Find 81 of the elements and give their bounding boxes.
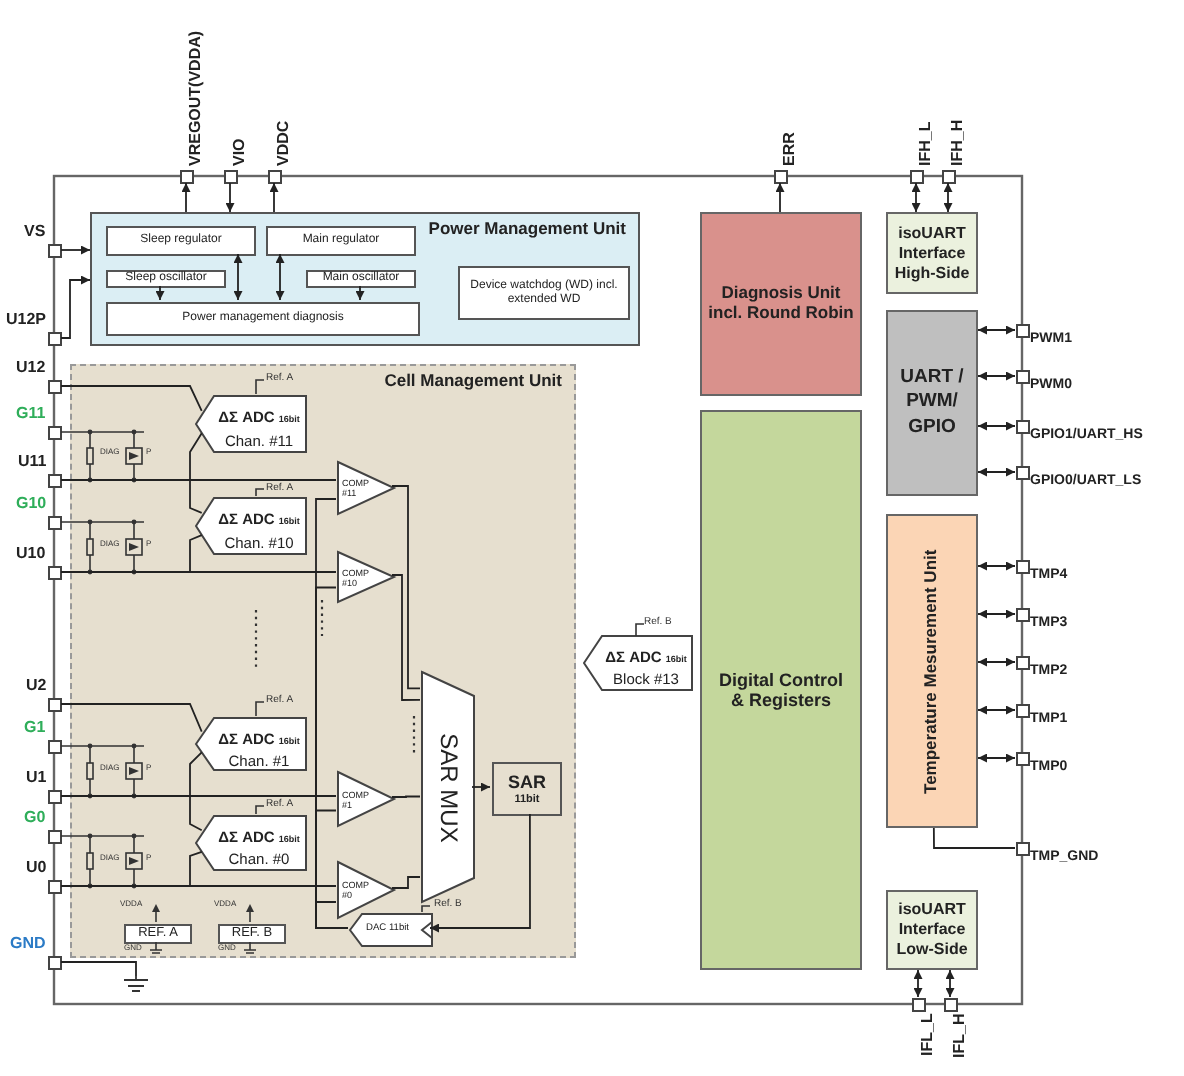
arrow [977,609,1016,619]
pin-label: U10 [16,546,46,564]
arrow [977,753,1016,763]
signal-line [391,876,421,889]
panel-title: Cell Management Unit [384,370,562,390]
isouart-block [886,212,978,294]
arrow [977,467,1016,477]
function-box [106,302,420,336]
arrow [977,421,1016,431]
block-label: isoUART Interface Low-Side [894,900,970,960]
pin-label: VDDC [276,120,294,166]
arrow [977,561,1016,571]
signal-line [60,385,203,412]
pin-label: G11 [16,406,46,424]
pin-label: U12 [16,360,46,378]
pin-label: VIO [232,138,250,166]
signal-line [932,827,1016,849]
pin-label: IFH_H [950,119,968,166]
reference-box [218,924,286,944]
signal-line [315,498,349,929]
pin-label: G0 [24,810,46,828]
signal-line [60,703,203,733]
power-management-panel [90,212,640,346]
block-label: Digital Control & Registers [717,669,845,711]
signal-line [60,961,137,977]
panel-title: Power Management Unit [428,218,626,238]
temperature-unit-block [886,514,978,828]
arrow [275,253,285,301]
arrow [911,182,921,213]
arrow [155,285,165,301]
function-box [266,226,416,256]
cell-management-panel [70,364,576,958]
pin-label: IFH_L [918,121,936,166]
function-box [106,226,256,256]
block-label: UART / PWM/ GPIO [898,365,966,441]
arrow [269,182,279,213]
arrow [60,245,91,255]
pin-label: VREGOUT(VDDA) [188,30,206,166]
arrow [977,371,1016,381]
pin-label: G10 [16,496,47,514]
pin-label: U12P [6,312,47,330]
pin-label: U1 [26,770,47,788]
block-label: isoUART Interface High-Side [892,223,972,283]
function-box [106,270,226,288]
arrow [355,285,365,301]
signal-line [391,574,421,701]
pin-label: U0 [26,860,47,878]
signal-line [391,485,421,690]
pin-label: IFL_H [952,1013,970,1058]
arrow [60,275,91,339]
block-label: Temperature Mesurement Unit [922,548,942,794]
arrow [225,182,235,213]
uart-pwm-gpio-block [886,310,978,496]
function-box [306,270,416,288]
block-label: Diagnosis Unit incl. Round Robin [708,284,854,324]
arrow [233,253,243,301]
digital-control-block [700,410,862,970]
pin-label: U11 [18,454,47,472]
pin-label: U2 [26,678,47,696]
pin-label: VS [24,224,46,242]
arrow [913,969,923,998]
arrow [977,325,1016,335]
reference-box [124,924,192,944]
pin-label: IFL_L [920,1013,938,1056]
mux-label: SAR MUX [434,732,462,842]
arrow [775,182,785,213]
arrow [429,813,531,933]
diagnosis-block [700,212,862,396]
pin-label: GND [10,936,46,954]
arrow [945,969,955,998]
sar-block [492,762,562,816]
function-box [458,266,630,320]
arrow [977,657,1016,667]
arrow [471,782,491,792]
pin-label: ERR [782,132,800,166]
pin-label: G1 [24,720,46,738]
arrow [943,182,953,213]
arrow [977,705,1016,715]
block-label: SAR [507,772,546,794]
signal-line [391,795,421,798]
arrow [181,182,191,213]
